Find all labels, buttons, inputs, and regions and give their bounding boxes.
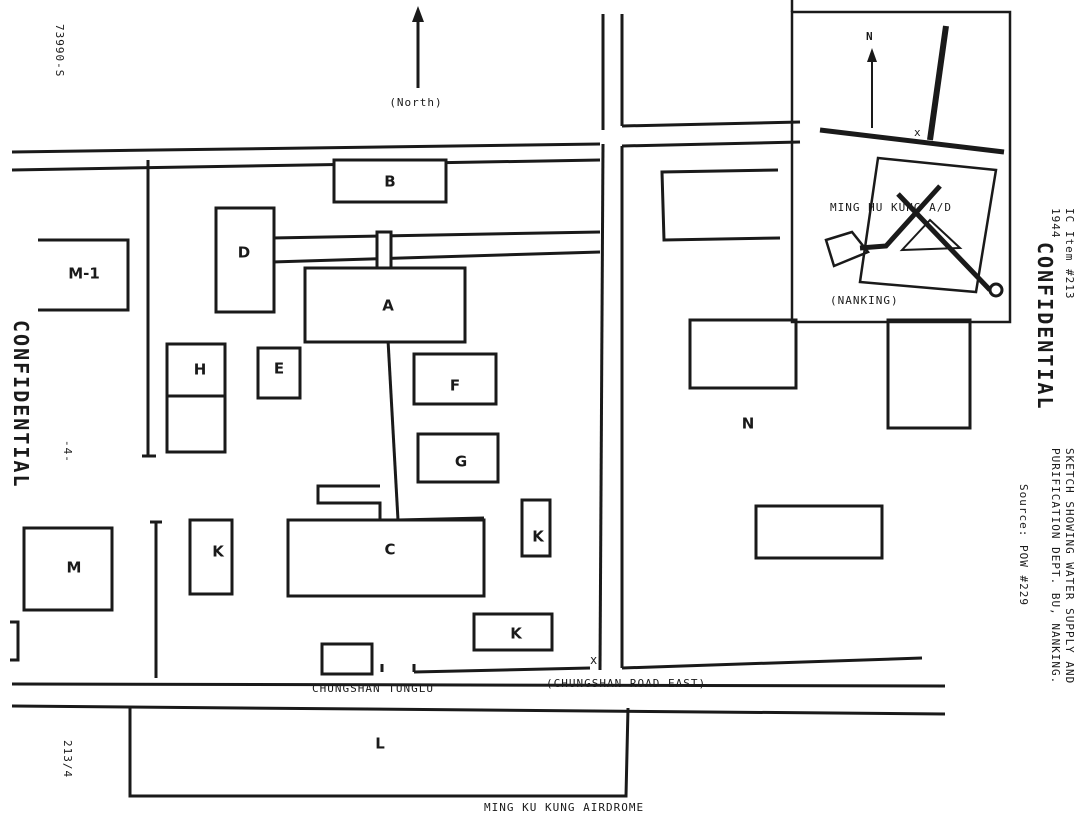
north-arrow-icon bbox=[412, 6, 424, 88]
airfield-block-l: L bbox=[128, 707, 630, 798]
confidential-stamp-right: CONFIDENTIAL bbox=[1033, 242, 1057, 411]
building-n: N bbox=[742, 415, 755, 433]
svg-text:B: B bbox=[384, 173, 395, 191]
valve-mark: x bbox=[590, 653, 597, 667]
svg-text:K: K bbox=[532, 528, 545, 546]
corner-mark-top: 73990-S bbox=[53, 24, 66, 77]
north-label: (North) bbox=[389, 96, 442, 109]
corner-mark-bottom: 213/4 bbox=[61, 740, 74, 778]
inset-place-label: MING HU KUNG A/D bbox=[830, 201, 952, 214]
side-title-line-1: SKETCH SHOWING WATER SUPPLY AND bbox=[1063, 448, 1076, 684]
building-m1: M-1 bbox=[38, 238, 130, 312]
building-k-right: K bbox=[520, 498, 552, 558]
svg-text:K: K bbox=[510, 625, 523, 643]
building-k-bottom: K bbox=[472, 612, 554, 652]
confidential-stamp-left: CONFIDENTIAL bbox=[9, 320, 33, 489]
road-network bbox=[11, 14, 946, 716]
inset-north-label: N bbox=[866, 30, 874, 43]
svg-text:L: L bbox=[375, 735, 385, 753]
svg-text:K: K bbox=[212, 543, 225, 561]
building-m: M bbox=[22, 526, 114, 612]
svg-text:A: A bbox=[382, 297, 394, 315]
building-a: A bbox=[303, 266, 467, 344]
road-label-east: (CHUNGSHAN ROAD EAST) bbox=[546, 677, 706, 690]
side-source: Source: POW #229 bbox=[1017, 484, 1030, 606]
building-h: H bbox=[165, 342, 227, 454]
building-gate-small bbox=[10, 620, 374, 676]
svg-text:M: M bbox=[67, 559, 82, 577]
svg-text:D: D bbox=[238, 244, 250, 262]
inset-city-label: (NANKING) bbox=[830, 294, 899, 307]
pipe-corridor bbox=[271, 230, 601, 522]
svg-text:H: H bbox=[194, 361, 207, 379]
svg-text:G: G bbox=[455, 453, 467, 471]
inset-map: x bbox=[790, 0, 1012, 324]
svg-text:E: E bbox=[274, 360, 284, 378]
svg-text:x: x bbox=[914, 126, 921, 139]
building-g: G bbox=[416, 432, 500, 484]
east-blocks bbox=[660, 168, 972, 560]
side-year: 1944 bbox=[1049, 208, 1062, 239]
bottom-caption: MING KU KUNG AIRDROME bbox=[484, 801, 644, 814]
side-item-number: IC Item #213 bbox=[1063, 208, 1076, 299]
svg-text:M-1: M-1 bbox=[68, 265, 100, 283]
building-f: F bbox=[412, 352, 498, 406]
page-mark: -4- bbox=[61, 440, 74, 463]
side-title-line-2: PURIFICATION DEPT. BU, NANKING. bbox=[1049, 448, 1062, 684]
svg-text:F: F bbox=[450, 377, 460, 395]
building-e: E bbox=[256, 346, 302, 400]
building-c: C bbox=[286, 518, 486, 598]
building-b: B bbox=[332, 158, 448, 204]
building-d: D bbox=[214, 206, 276, 314]
svg-text:C: C bbox=[384, 541, 395, 559]
road-label-west: CHUNGSHAN TUNGLU bbox=[312, 682, 434, 695]
building-k-left: K bbox=[188, 518, 234, 596]
